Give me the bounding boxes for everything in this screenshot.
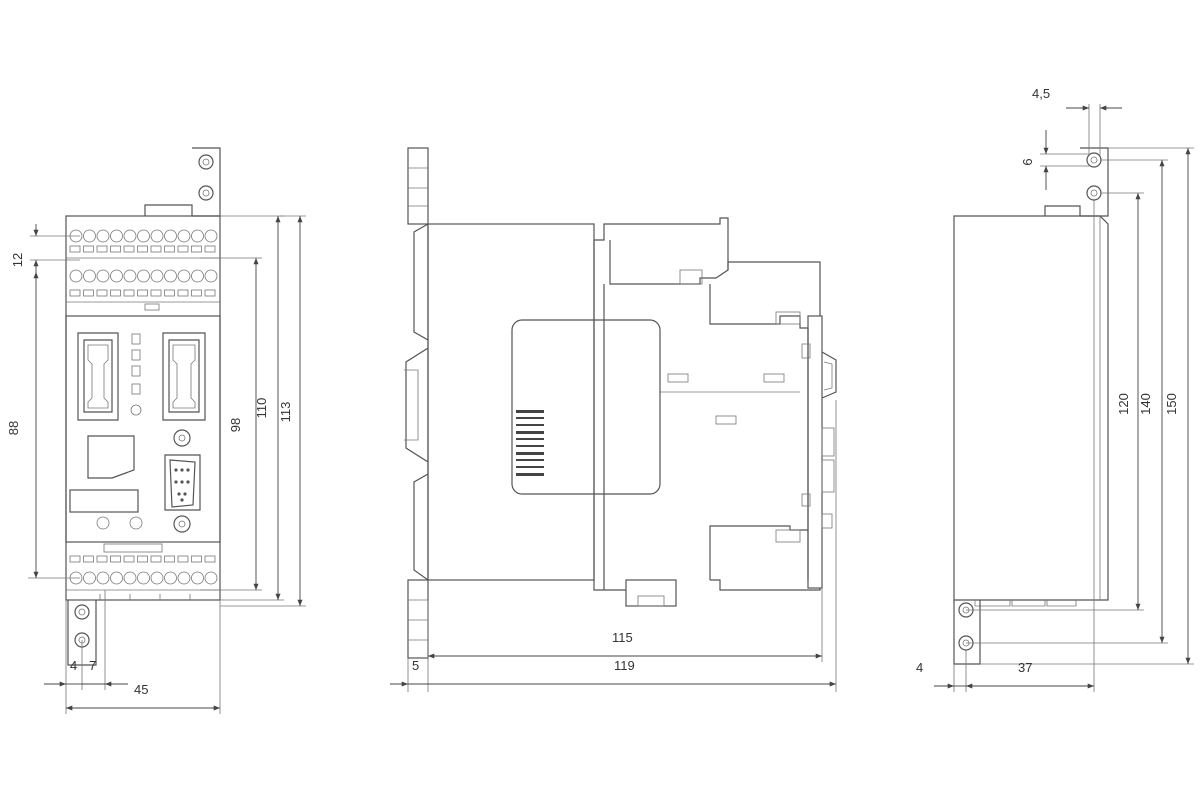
dim-88: 88 [6,421,21,435]
dim-7-front: 7 [89,658,96,673]
rear-view [953,147,1109,665]
dim-113: 113 [278,402,293,423]
dim-4-front: 4 [70,658,77,673]
rear-dimensions: 4,5 6 120 140 150 4 37 [916,86,1194,692]
dim-6: 6 [1020,158,1035,165]
dim-5: 5 [412,658,419,673]
dim-140: 140 [1138,393,1153,415]
front-dimensions: 12 88 98 110 113 4 7 45 [6,215,306,714]
dim-4-5: 4,5 [1032,86,1050,101]
dim-119: 119 [614,658,635,673]
dim-12: 12 [10,253,25,267]
dim-37: 37 [1018,660,1032,675]
dim-120: 120 [1116,393,1131,415]
dim-45: 45 [134,682,148,697]
dim-98: 98 [228,418,243,432]
dim-4-rear: 4 [916,660,923,675]
dim-115: 115 [612,630,633,645]
dim-110: 110 [254,398,269,419]
dim-150: 150 [1164,393,1179,415]
front-view [65,147,221,666]
side-dimensions: 115 5 119 [390,400,837,692]
side-view [404,147,837,659]
